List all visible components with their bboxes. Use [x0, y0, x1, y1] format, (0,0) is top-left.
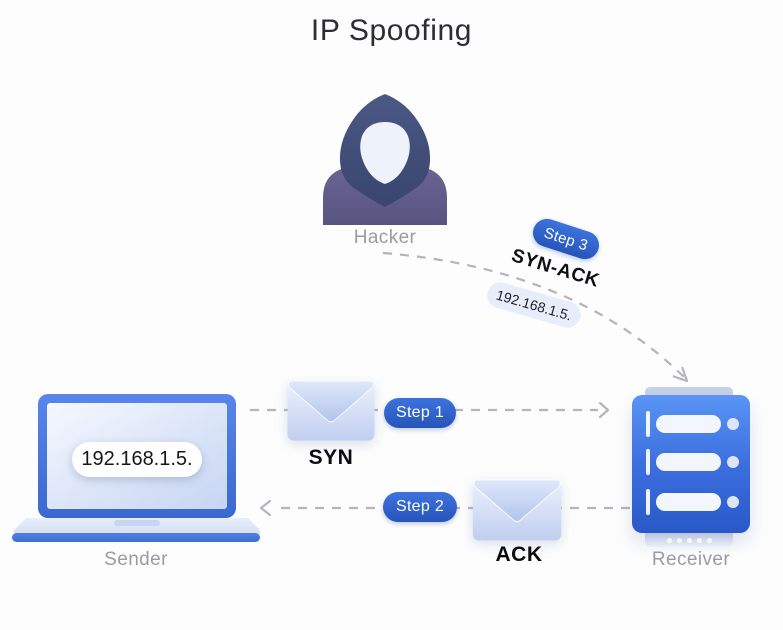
receiver-label: Receiver [651, 549, 731, 570]
server-icon [632, 395, 750, 533]
server-top-cap [645, 387, 733, 397]
vent-dot-icon [706, 537, 712, 543]
syn-message-label: SYN [308, 446, 354, 469]
server-slot-tick [646, 449, 650, 475]
vent-dot-icon [686, 537, 692, 543]
step3-dashed-arrow [382, 251, 688, 381]
step1-arrowhead-icon [598, 401, 610, 419]
server-bottom-cap [645, 533, 733, 547]
server-slot-row [646, 411, 739, 437]
vent-dot-icon [696, 537, 702, 543]
receiver-node [632, 387, 750, 567]
server-slot-bar [656, 493, 721, 511]
vent-dot-icon [666, 537, 672, 543]
syn-envelope-icon [287, 380, 375, 441]
server-slot-row [646, 489, 739, 515]
ack-envelope-icon [472, 479, 562, 541]
vent-dot-icon [676, 537, 682, 543]
server-slot-bar [656, 415, 721, 433]
server-slot-led-icon [727, 456, 739, 468]
step3-arrowhead-icon [672, 366, 689, 383]
hooded-hacker-icon [323, 94, 447, 225]
server-slot-led-icon [727, 418, 739, 430]
ack-message-label: ACK [495, 543, 543, 566]
diagram-title: IP Spoofing [310, 14, 473, 47]
sender-label: Sender [104, 549, 168, 570]
step2-badge: Step 2 [383, 492, 457, 522]
server-slot-tick [646, 489, 650, 515]
server-slot-bar [656, 453, 721, 471]
server-slot-tick [646, 411, 650, 437]
sender-ip-tag: 192.168.1.5. [72, 442, 202, 477]
step1-badge: Step 1 [384, 398, 456, 428]
step2-arrowhead-icon [259, 499, 272, 517]
server-slot-led-icon [727, 496, 739, 508]
server-slot-row [646, 449, 739, 475]
hacker-node [315, 92, 455, 225]
hacker-label: Hacker [353, 227, 417, 248]
